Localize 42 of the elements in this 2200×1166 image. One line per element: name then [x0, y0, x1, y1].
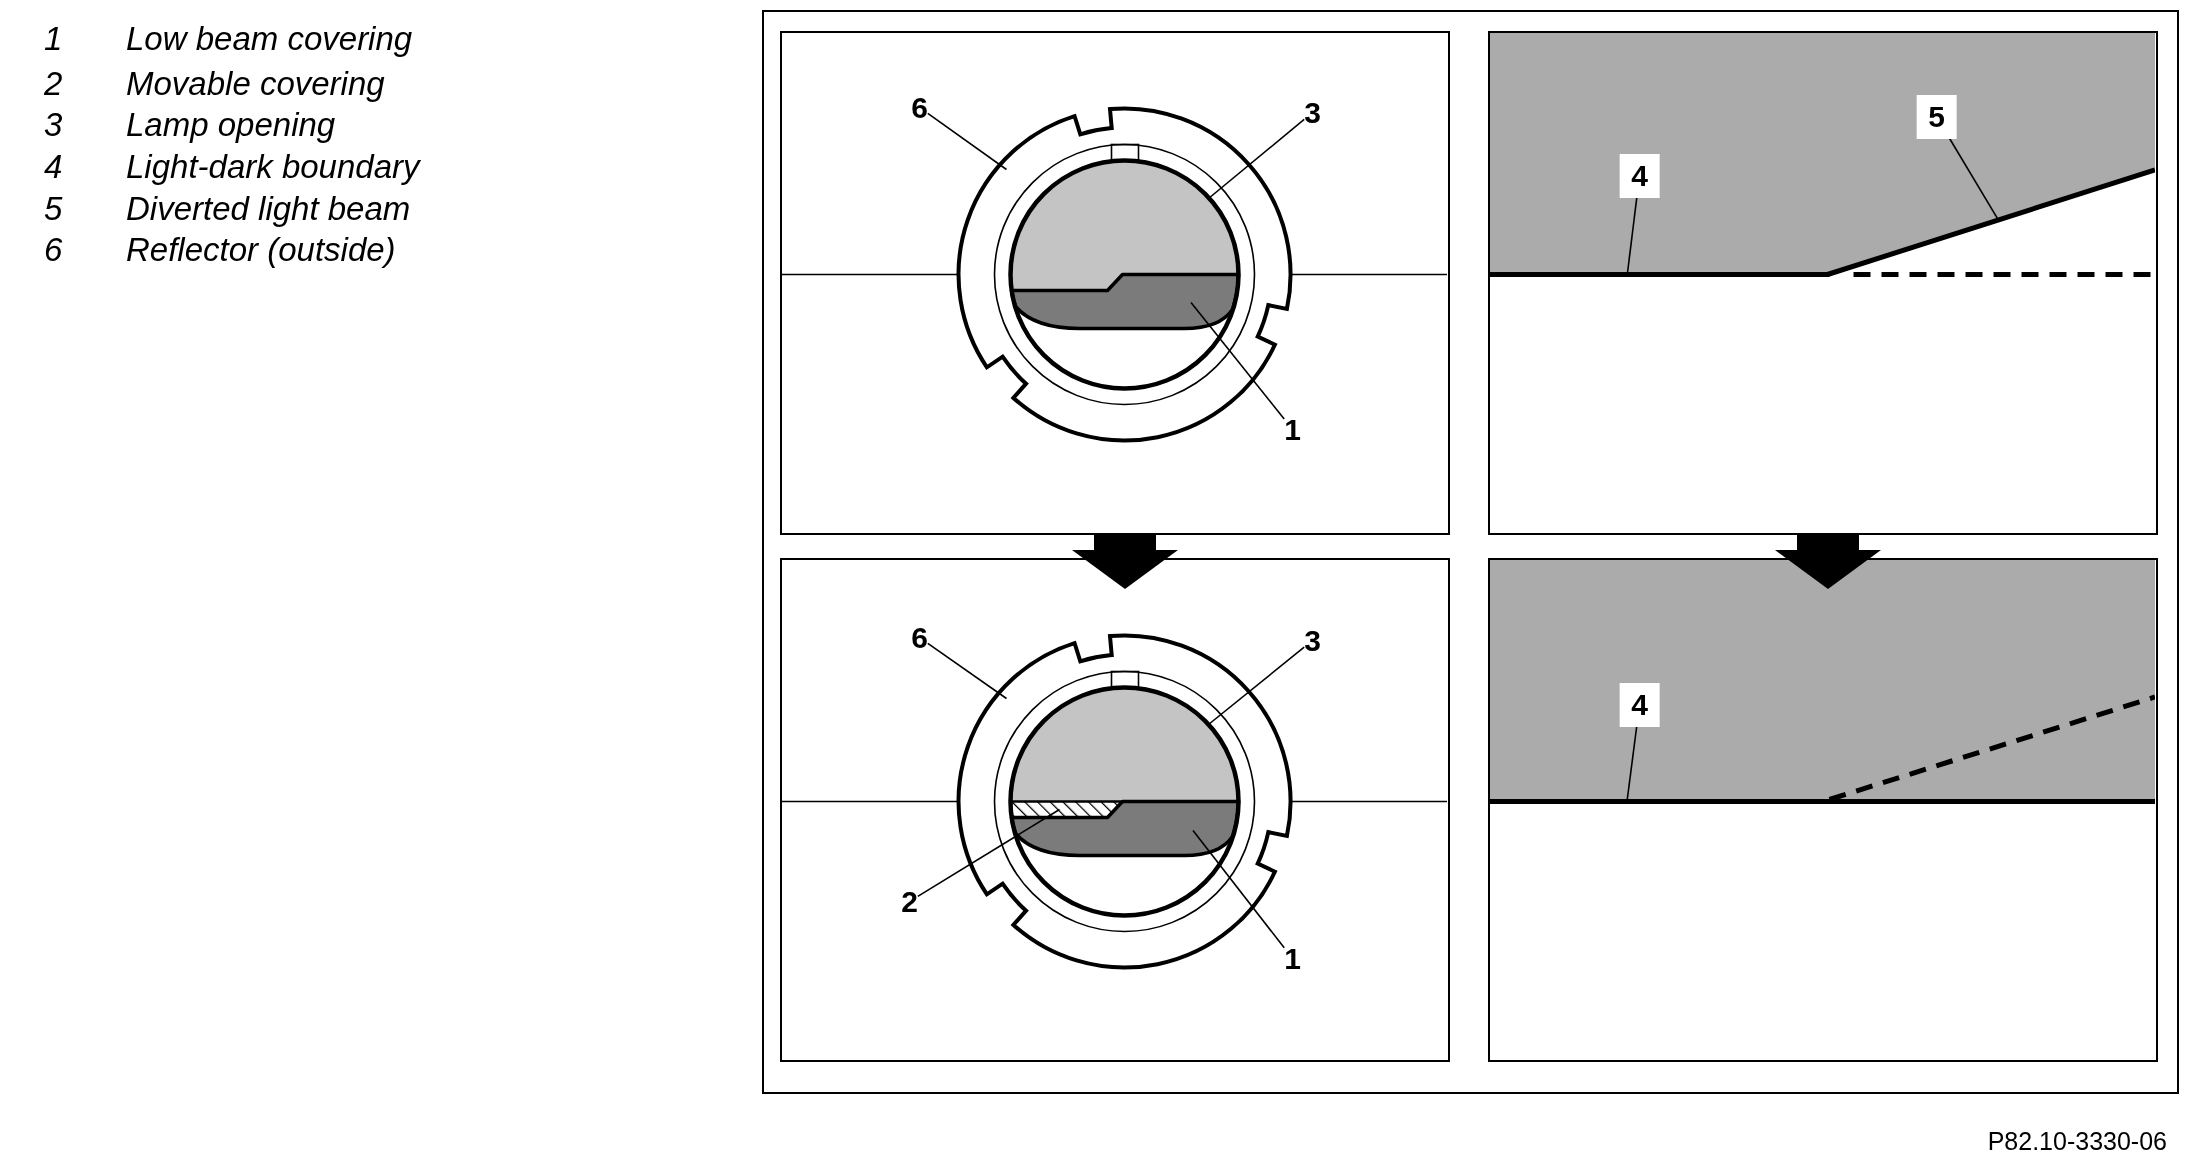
leader-line: [927, 112, 1008, 171]
callout-number: 5: [1916, 94, 1957, 139]
leader-line: [1192, 829, 1285, 949]
callout-number: 3: [1304, 625, 1321, 656]
cutoff-line: [1490, 799, 2155, 804]
leader-line: [1948, 137, 2000, 221]
illustration-panel: [780, 558, 1450, 1062]
key-text: Movable covering: [126, 65, 385, 103]
key-number: 3: [44, 106, 63, 144]
figure-code: P82.10-3330-06: [1987, 1127, 2167, 1155]
illustration-panel: [1488, 31, 2158, 535]
leader-line: [1207, 646, 1305, 726]
key-text: Reflector (outside): [126, 231, 396, 269]
key-text: Diverted light beam: [126, 190, 411, 228]
arrow: [1775, 535, 1881, 589]
callout-number: 6: [911, 92, 928, 123]
callout-number: 1: [1284, 414, 1301, 445]
key-text: Lamp opening: [126, 106, 336, 144]
lamp-opening: [1008, 685, 1241, 918]
illustration-panel: [780, 31, 1450, 535]
callout-number: 4: [1619, 153, 1660, 198]
key-number: 6: [44, 231, 63, 269]
lamp-opening: [1008, 158, 1241, 391]
callout-number: 6: [911, 622, 928, 653]
callout-number: 3: [1304, 97, 1321, 128]
illustration-panel: [1488, 558, 2158, 1062]
key-text: Light-dark boundary: [126, 148, 420, 186]
cutoff-line: [1490, 272, 1830, 277]
key-number: 2: [44, 65, 63, 103]
key-number: 4: [44, 148, 63, 186]
callout-number: 2: [901, 886, 918, 917]
leader-line: [1190, 301, 1285, 420]
leader-line: [927, 642, 1008, 700]
leader-line: [1207, 118, 1305, 200]
key-text: Low beam covering: [126, 20, 413, 58]
beam-line: [1826, 167, 2155, 277]
key-number: 1: [44, 20, 63, 58]
callout-number: 4: [1619, 682, 1660, 727]
callout-number: 1: [1284, 943, 1301, 974]
key-number: 5: [44, 190, 63, 228]
leader-line: [917, 808, 1061, 898]
arrow: [1072, 535, 1178, 589]
